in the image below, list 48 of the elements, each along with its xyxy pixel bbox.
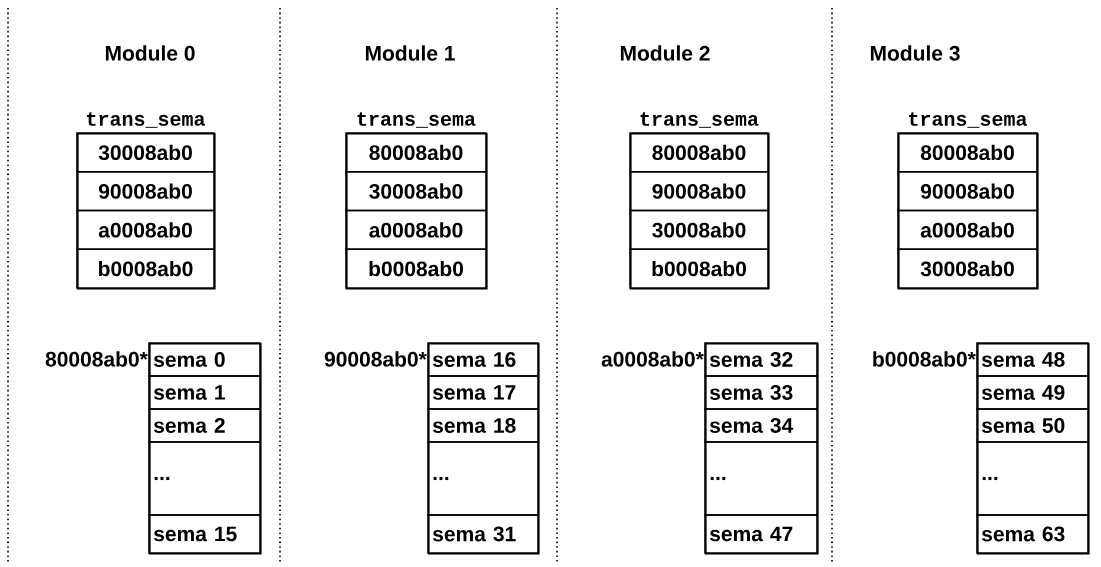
module-heading: Module 1 xyxy=(365,45,455,61)
table-cell: ... xyxy=(427,441,539,516)
table-heading: trans_sema xyxy=(357,112,476,128)
table-cell: b0008ab0 xyxy=(629,248,769,289)
table-cell: sema 0 xyxy=(148,342,261,377)
table-cell: 80008ab0 xyxy=(897,132,1038,173)
table-cell: 80008ab0 xyxy=(629,132,769,173)
table-cell: sema 1 xyxy=(148,375,261,410)
address-label: 80008ab0* xyxy=(45,351,148,367)
module-heading: Module 3 xyxy=(870,45,960,61)
table-cell: 80008ab0 xyxy=(345,132,487,173)
table-cell: sema 32 xyxy=(704,342,818,377)
table-cell: sema 33 xyxy=(704,375,818,410)
table-cell: sema 50 xyxy=(976,408,1089,443)
table-cell: a0008ab0 xyxy=(345,209,487,250)
module-heading: Module 0 xyxy=(105,45,195,61)
address-label: a0008ab0* xyxy=(601,351,704,367)
address-label: b0008ab0* xyxy=(873,351,976,367)
table-cell: a0008ab0 xyxy=(897,209,1038,250)
table-cell: 90008ab0 xyxy=(629,171,769,212)
table-cell: sema 2 xyxy=(148,408,261,443)
table-cell: sema 47 xyxy=(704,514,818,554)
table-cell: sema 49 xyxy=(976,375,1089,410)
table-cell: sema 31 xyxy=(427,514,539,554)
table-cell: sema 17 xyxy=(427,375,539,410)
table-cell: 30008ab0 xyxy=(629,209,769,250)
table-cell: 30008ab0 xyxy=(76,132,215,173)
table-cell: 90008ab0 xyxy=(76,171,215,212)
table-cell: ... xyxy=(148,441,261,516)
table-heading: trans_sema xyxy=(640,112,759,128)
table-cell: sema 15 xyxy=(148,514,261,554)
table-cell: sema 48 xyxy=(976,342,1089,377)
table-heading: trans_sema xyxy=(87,112,205,128)
table-cell: 30008ab0 xyxy=(345,171,487,212)
table-cell: sema 34 xyxy=(704,408,818,443)
table-cell: 30008ab0 xyxy=(897,248,1038,289)
address-label: 90008ab0* xyxy=(324,351,427,367)
table-cell: ... xyxy=(976,441,1089,516)
table-cell: sema 63 xyxy=(976,514,1089,554)
module-heading: Module 2 xyxy=(620,45,710,61)
table-cell: 90008ab0 xyxy=(897,171,1038,212)
table-cell: a0008ab0 xyxy=(76,209,215,250)
table-cell: sema 16 xyxy=(427,342,539,377)
table-heading: trans_sema xyxy=(909,112,1027,128)
table-cell: b0008ab0 xyxy=(345,248,487,289)
table-cell: sema 18 xyxy=(427,408,539,443)
table-cell: ... xyxy=(704,441,818,516)
table-cell: b0008ab0 xyxy=(76,248,215,289)
